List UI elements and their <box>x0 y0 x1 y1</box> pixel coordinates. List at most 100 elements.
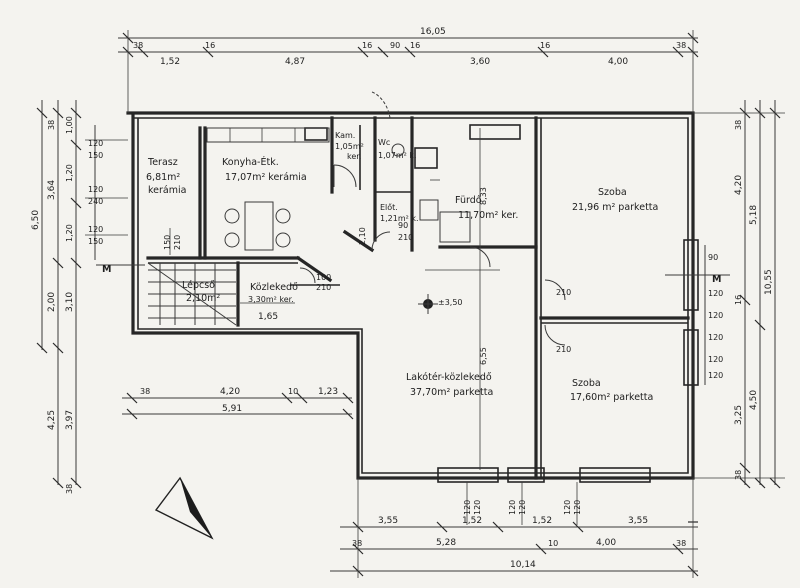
dim-top-2: 16 <box>205 41 215 50</box>
dim-il-0: 38 <box>140 387 150 396</box>
labels: 16,05 38 1,52 16 4,87 16 90 16 3,60 16 4… <box>31 27 774 570</box>
dim-bw-4: 120 <box>563 500 572 515</box>
dim-la-2: 2,00 <box>47 292 57 312</box>
dim-rs-10: 90 <box>398 221 408 230</box>
room-eloter-name: Előt. <box>380 203 398 212</box>
dim-rs-6: 210 <box>556 345 571 354</box>
dim-rw-2: 120 <box>708 311 723 320</box>
room-szoba2-name: Szoba <box>572 378 601 389</box>
section-mark-left: M <box>102 264 111 275</box>
dim-rb-0: 5,18 <box>749 205 759 225</box>
dim-top-10: 38 <box>676 41 686 50</box>
elevation-mark <box>418 294 438 314</box>
dim-ra-3: 3,25 <box>734 405 744 425</box>
dim-la-0: 38 <box>47 120 56 130</box>
dim-bw-5: 120 <box>573 500 582 515</box>
dim-lw-5: 150 <box>88 237 103 246</box>
dim-rs-3: 210 <box>316 283 331 292</box>
dim-bu-1: 1,52 <box>462 516 482 526</box>
dim-left <box>36 100 128 489</box>
dim-rw-1: 120 <box>708 289 723 298</box>
north-arrow-icon <box>154 476 214 540</box>
dim-lw-1: 150 <box>88 151 103 160</box>
dim-rs-9: 1,65 <box>258 312 278 322</box>
dim-rs-11: 210 <box>398 233 413 242</box>
dim-bm-3: 4,00 <box>596 538 616 548</box>
dim-bu-2: 1,52 <box>532 516 552 526</box>
dim-il-1: 4,20 <box>220 387 240 397</box>
room-szoba1-area: 21,96 m² parketta <box>572 202 658 213</box>
dim-bw-3: 120 <box>518 500 527 515</box>
dim-lb-3: 3,97 <box>65 410 75 430</box>
room-szoba2-area: 17,60m² parketta <box>570 392 653 403</box>
dim-la-3: 3,10 <box>65 292 75 312</box>
dim-ra-2: 16 <box>734 295 743 305</box>
dim-ra-1: 4,20 <box>734 175 744 195</box>
dim-rw-5: 120 <box>708 371 723 380</box>
room-furdo-area: 11,70m² ker. <box>458 210 518 221</box>
dim-la-1: 3,64 <box>47 180 57 200</box>
dim-right-total: 10,55 <box>764 269 774 295</box>
dim-bottom-windows <box>466 482 578 525</box>
room-lepcso-name: Lépcső <box>182 280 215 291</box>
dim-rs-5: 210 <box>556 288 571 297</box>
dim-rs-2: 100 <box>316 273 331 282</box>
room-kozlekedo-area: 3,30m² ker. <box>248 295 294 304</box>
dim-rw-3: 120 <box>708 333 723 342</box>
room-wc-name: Wc <box>378 138 390 147</box>
room-kozlekedo-name: Közlekedő <box>250 282 298 293</box>
dim-top-8: 16 <box>540 41 550 50</box>
dim-lw-2: 120 <box>88 185 103 194</box>
dim-top-4: 16 <box>362 41 372 50</box>
room-konyha-name: Konyha-Étk. <box>222 156 279 168</box>
dim-top-9: 4,00 <box>608 57 628 67</box>
room-wc-area: 1,07m² k. <box>378 151 417 160</box>
dim-bm-2: 10 <box>548 539 558 548</box>
interior-dim-lines <box>169 128 500 470</box>
dim-bottom-total: 10,14 <box>510 560 536 570</box>
walls <box>126 111 695 480</box>
dim-lw-4: 120 <box>88 225 103 234</box>
room-terasz-area: 6,81m² <box>146 172 180 183</box>
dim-bm-4: 38 <box>676 539 686 548</box>
dim-top-0: 38 <box>133 41 143 50</box>
dim-rw-0: 90 <box>708 253 718 262</box>
dim-top-total: 16,05 <box>420 27 446 37</box>
room-eloter-area: 1,21m² k. <box>380 214 419 223</box>
room-lakoter-area: 37,70m² parketta <box>410 387 493 398</box>
dim-bm-1: 5,28 <box>436 538 456 548</box>
dim-la-4: 4,25 <box>47 410 57 430</box>
room-terasz-name: Terasz <box>147 157 178 168</box>
dim-lb-1: 1,20 <box>65 164 74 182</box>
room-terasz-floor: kerámia <box>148 185 186 196</box>
dim-rs-0: 150 <box>163 235 172 250</box>
dim-lw-0: 120 <box>88 139 103 148</box>
elevation-label: ±3,50 <box>438 298 463 307</box>
dim-inner-left <box>122 392 354 420</box>
dim-bu-3: 3,55 <box>628 516 648 526</box>
dim-lb-4: 38 <box>65 484 74 494</box>
dim-top <box>118 30 699 113</box>
dim-left-total: 6,50 <box>31 210 41 230</box>
doors <box>299 91 566 346</box>
dim-rb-1: 4,50 <box>749 390 759 410</box>
room-konyha-area: 17,07m² kerámia <box>225 172 307 183</box>
dim-top-6: 16 <box>410 41 420 50</box>
dim-rs-4: 8,33 <box>479 187 488 205</box>
room-furdo-name: Fürdő <box>455 195 482 206</box>
kitchen-counter <box>206 127 330 143</box>
dim-lb-2: 1,20 <box>65 224 74 242</box>
dim-rs-8: 6,55 <box>479 347 488 365</box>
dim-top-1: 1,52 <box>160 57 180 67</box>
dim-top-7: 3,60 <box>470 57 490 67</box>
dim-bu-0: 3,55 <box>378 516 398 526</box>
room-kamra-floor: ker. <box>347 152 361 161</box>
dim-il-total: 5,91 <box>222 404 242 414</box>
dim-il-2: 10 <box>288 387 298 396</box>
dim-bw-0: 120 <box>463 500 472 515</box>
dim-bw-1: 120 <box>473 500 482 515</box>
dim-bm-0: 38 <box>352 539 362 548</box>
dim-lb-0: 1,00 <box>65 116 74 134</box>
